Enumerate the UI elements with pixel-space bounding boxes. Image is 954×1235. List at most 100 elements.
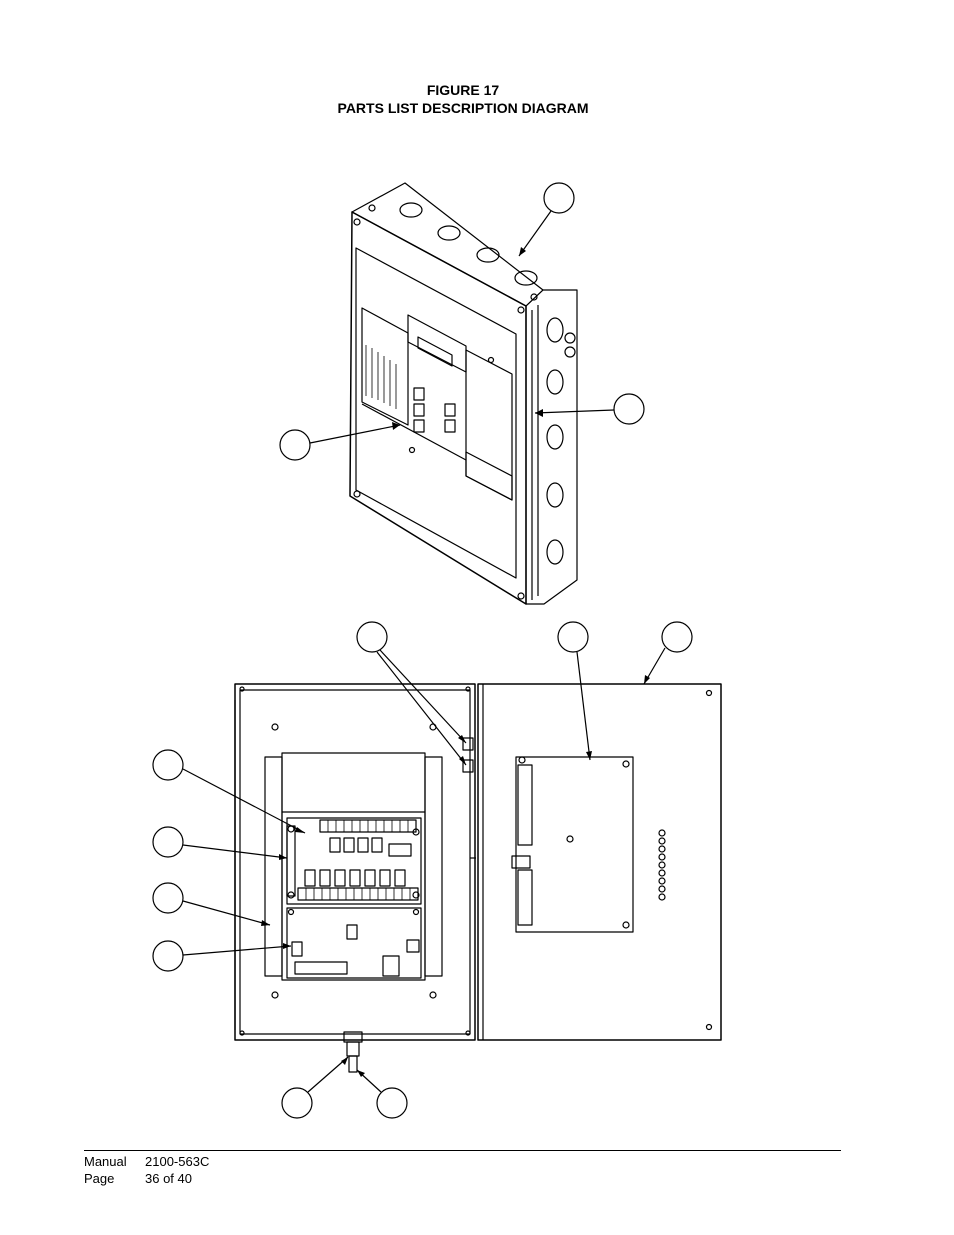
callout-balloon <box>376 1087 408 1119</box>
knockout-icon <box>546 369 564 395</box>
button-icon <box>413 419 425 433</box>
enclosure-inner-panel <box>355 247 517 579</box>
button-icon <box>444 403 456 417</box>
mount-hole-icon <box>705 1023 713 1031</box>
callout-balloon <box>152 749 184 781</box>
knockout-icon <box>399 202 423 218</box>
callout-balloon <box>356 621 388 653</box>
footer-rule <box>84 1150 841 1151</box>
label-panel-left <box>361 307 409 426</box>
knockout-icon <box>546 482 564 508</box>
leader-line <box>534 409 615 414</box>
callout-balloon <box>557 621 589 653</box>
label-panel-right <box>465 349 513 501</box>
footer-page-value: 36 of 40 <box>145 1171 192 1186</box>
terminal-screws <box>305 888 411 900</box>
conduit-fitting-icon <box>343 1031 363 1073</box>
callout-balloon <box>661 621 693 653</box>
open-door <box>477 683 722 1041</box>
screw-icon <box>465 686 471 692</box>
footer-page-label: Page <box>84 1171 115 1186</box>
hinge-icon <box>462 759 474 773</box>
screw-icon <box>287 891 295 899</box>
door-terminal-strip <box>517 869 533 926</box>
open-enclosure <box>234 683 476 1073</box>
screw-icon <box>517 592 525 600</box>
screw-icon <box>622 760 630 768</box>
closed-enclosure <box>349 182 578 605</box>
hinge-icon <box>462 737 474 751</box>
knockout-icon <box>546 539 564 565</box>
relay-icon <box>394 869 406 887</box>
relay-icon <box>371 837 383 853</box>
callout-balloon <box>543 182 575 214</box>
screw-icon <box>518 756 526 764</box>
relay-icon <box>364 869 376 887</box>
figure-title: PARTS LIST DESCRIPTION DIAGRAM <box>337 100 589 116</box>
relay-icon <box>304 869 316 887</box>
control-board <box>286 907 422 979</box>
callout-balloon <box>281 1087 313 1119</box>
fitting-icon <box>564 332 576 344</box>
leader-line <box>376 651 467 766</box>
relay-icon <box>334 869 346 887</box>
leader-line <box>379 649 467 744</box>
relay-icon <box>379 869 391 887</box>
callout-balloon <box>279 429 311 461</box>
button-icon <box>413 387 425 401</box>
knockout-icon <box>514 270 538 286</box>
screw-icon <box>239 686 245 692</box>
callout-balloon <box>152 826 184 858</box>
screw-icon <box>517 306 525 314</box>
callout-balloon <box>152 882 184 914</box>
door-led-column <box>658 829 666 901</box>
mount-hole-icon <box>271 991 279 999</box>
callouts <box>152 182 693 1119</box>
screw-icon <box>412 891 420 899</box>
screw-icon <box>412 908 420 916</box>
door-terminal-strip <box>517 764 533 846</box>
leader-line <box>182 900 271 926</box>
terminal-screws <box>327 820 409 832</box>
cabinet-body <box>234 683 476 1041</box>
screw-icon <box>465 1030 471 1036</box>
leader-line <box>182 844 288 859</box>
figure-number: FIGURE 17 <box>426 82 500 98</box>
terminal-strip-bottom <box>297 887 419 901</box>
callout-balloon <box>152 940 184 972</box>
callout-balloon <box>613 393 645 425</box>
knockout-icon <box>546 424 564 450</box>
footer-page-row: Page 36 of 40 <box>84 1171 192 1186</box>
relay-icon <box>357 837 369 853</box>
door-connector <box>511 855 531 869</box>
relay-icon <box>319 869 331 887</box>
leader-line <box>518 210 552 257</box>
screw-icon <box>353 218 361 226</box>
enclosure-front-face <box>349 211 527 605</box>
enclosure-side-face <box>525 289 578 605</box>
screw-icon <box>622 921 630 929</box>
screw-icon <box>566 835 574 843</box>
relay-icon <box>349 869 361 887</box>
footer-manual-label: Manual <box>84 1154 127 1169</box>
leader-line <box>182 768 306 834</box>
screw-icon <box>368 204 376 212</box>
door-controller-board <box>515 756 634 933</box>
leader-line <box>307 1056 349 1093</box>
knockout-icon <box>546 317 564 343</box>
mount-hole-icon <box>429 991 437 999</box>
relay-icon <box>329 837 341 853</box>
screw-icon <box>530 293 538 301</box>
knockout-icon <box>476 247 500 263</box>
knockout-icon <box>437 225 461 241</box>
button-icon <box>444 419 456 433</box>
arrowheads <box>261 247 650 1077</box>
footer-manual-row: Manual 2100-563C <box>84 1154 209 1169</box>
footer-manual-value: 2100-563C <box>145 1154 210 1169</box>
enclosure-top-face <box>351 182 544 307</box>
mount-hole-icon <box>271 723 279 731</box>
leader-line <box>182 945 292 956</box>
terminal-block-vertical <box>286 825 296 897</box>
led-indicators <box>365 345 397 409</box>
